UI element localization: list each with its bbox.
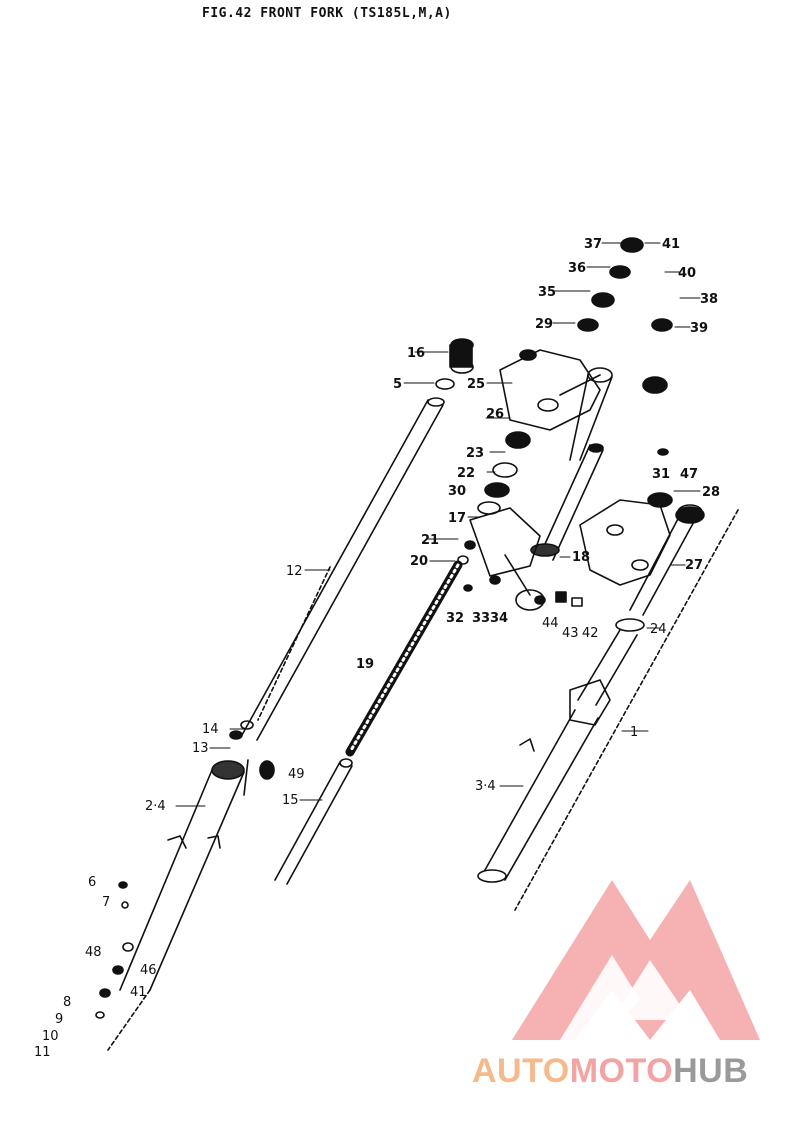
callout-18: 18 [572, 550, 590, 565]
callout-13: 13 [192, 741, 209, 756]
small-hardware [463, 448, 669, 607]
callout-20: 20 [410, 554, 428, 569]
callout-31: 31 [652, 467, 670, 482]
callout-14: 14 [202, 722, 219, 737]
callout-43: 43 [562, 626, 579, 641]
callout-15: 15 [282, 793, 299, 808]
callout-30: 30 [448, 484, 466, 499]
callout-28: 28 [702, 485, 720, 500]
callout-38: 38 [700, 292, 718, 307]
o-ring-5 [435, 378, 455, 390]
callout-5: 5 [393, 377, 402, 392]
callout-16: 16 [407, 346, 425, 361]
fork-outer-tube-right [477, 504, 703, 883]
headlight-bracket [579, 492, 705, 586]
callout-26: 26 [486, 407, 504, 422]
watermark-part-hub: HUB [673, 1052, 749, 1090]
callout-11: 11 [34, 1045, 51, 1060]
callout-12: 12 [286, 564, 303, 579]
steering-stem [530, 443, 604, 561]
callout-47: 47 [680, 467, 698, 482]
callout-40: 40 [678, 266, 696, 281]
callout-49: 49 [288, 767, 305, 782]
watermark-part-auto: AUTO [472, 1052, 570, 1090]
watermark-logo [512, 880, 760, 1040]
callout-39: 39 [690, 321, 708, 336]
callout-22: 22 [457, 466, 475, 481]
callout-34: 34 [490, 611, 508, 626]
fork-spring [345, 560, 463, 757]
callout-33: 33 [472, 611, 490, 626]
watermark-text: AUTOMOTOHUB [472, 1052, 748, 1091]
callout-6: 6 [88, 875, 96, 890]
callout-27: 27 [685, 558, 703, 573]
callout-23: 23 [466, 446, 484, 461]
callout-10: 10 [42, 1029, 59, 1044]
oil-seal-49 [259, 760, 275, 780]
callout-21: 21 [421, 533, 439, 548]
callout-36: 36 [568, 261, 586, 276]
callout-3-4: 3·4 [475, 779, 496, 794]
fork-cap-left [449, 338, 474, 374]
callout-19: 19 [356, 657, 374, 672]
callout-9: 9 [55, 1012, 63, 1027]
callout-44: 44 [542, 616, 559, 631]
callout-48: 48 [85, 945, 102, 960]
drain-bolts [95, 881, 134, 1019]
callout-37: 37 [584, 237, 602, 252]
upper-bracket [499, 349, 601, 431]
callout-41-lower: 41 [130, 985, 147, 1000]
callout-8: 8 [63, 995, 71, 1010]
callout-17: 17 [448, 511, 466, 526]
callout-7: 7 [102, 895, 110, 910]
callout-1: 1 [630, 725, 638, 740]
leader-lines [175, 242, 701, 807]
callout-35: 35 [538, 285, 556, 300]
callout-25: 25 [467, 377, 485, 392]
callout-42: 42 [582, 626, 599, 641]
guide-lines [107, 509, 739, 1051]
lower-bracket [469, 501, 545, 611]
callout-32: 32 [446, 611, 464, 626]
callout-labels: 1 3·4 2·4 5 6 7 8 9 10 11 12 13 14 15 16… [34, 237, 720, 1060]
callout-41: 41 [662, 237, 680, 252]
callout-2-4: 2·4 [145, 799, 166, 814]
callout-29: 29 [535, 317, 553, 332]
stem-nut-stack [569, 237, 673, 461]
callout-24: 24 [650, 622, 667, 637]
watermark-part-moto: MOTO [569, 1052, 674, 1090]
fork-outer-tube-left [119, 720, 254, 991]
figure-title: FIG.42 FRONT FORK (TS185L,M,A) [202, 6, 452, 21]
spacer-tube [274, 758, 353, 885]
fork-inner-tube-left [241, 397, 445, 741]
callout-46: 46 [140, 963, 157, 978]
